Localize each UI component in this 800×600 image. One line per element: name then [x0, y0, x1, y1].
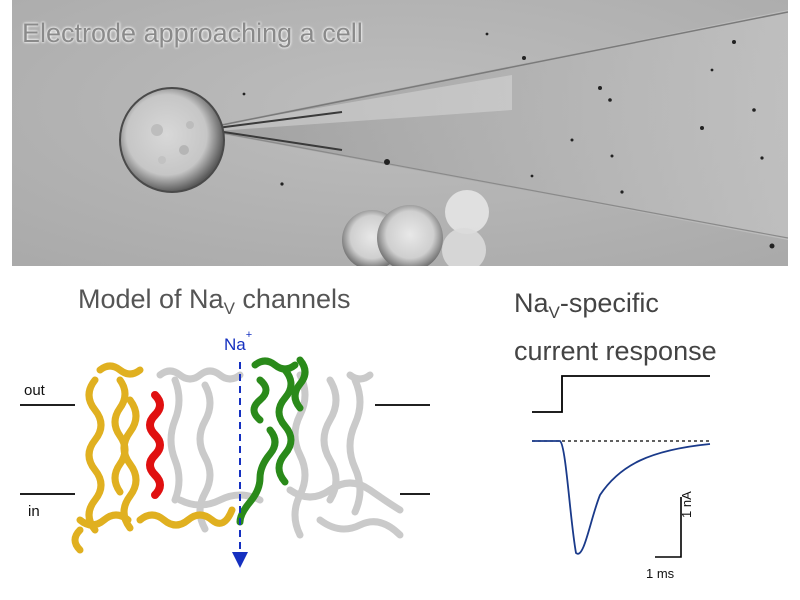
neighbor-cell — [442, 228, 486, 266]
label-in: in — [28, 503, 40, 520]
micrograph-title: Electrode approaching a cell — [22, 18, 363, 48]
model-title-sub: V — [223, 299, 235, 318]
model-title-rest: channels — [234, 284, 351, 314]
response-title-main: Na — [514, 288, 549, 318]
channel-model-title: Model of NaV channels — [78, 284, 351, 319]
scale-time-label: 1 ms — [646, 566, 675, 581]
neighbor-cell — [377, 205, 443, 266]
green-helix-domain — [236, 356, 309, 526]
voltage-step — [532, 375, 710, 413]
ion-label-text: Na — [224, 335, 246, 354]
response-title-rest: -specific — [559, 288, 659, 318]
gray-helix-domains — [156, 367, 404, 539]
scale-current-label: 1 nA — [679, 491, 694, 518]
response-title-line2: current response — [514, 336, 717, 366]
scale-bar — [655, 497, 682, 558]
micrograph-panel: Electrode approaching a cell — [12, 0, 788, 266]
ion-label: Na+ — [224, 329, 252, 355]
response-title-line1: NaV-specific — [514, 284, 717, 332]
pipette-body — [217, 10, 788, 240]
debris-specks — [242, 32, 775, 249]
response-title-sub: V — [548, 303, 560, 322]
yellow-helix-domain — [71, 362, 236, 554]
ion-arrow-head — [232, 552, 248, 568]
response-title: NaV-specific current response — [514, 284, 717, 371]
current-trace — [532, 440, 711, 555]
neighbor-cell — [445, 190, 489, 234]
channel-diagram — [20, 356, 711, 568]
model-title-main: Model of Na — [78, 284, 224, 314]
label-out: out — [24, 382, 45, 399]
target-cell — [120, 88, 224, 192]
ion-label-sup: + — [245, 329, 253, 341]
red-helix — [146, 391, 164, 499]
micrograph-image — [12, 0, 788, 266]
